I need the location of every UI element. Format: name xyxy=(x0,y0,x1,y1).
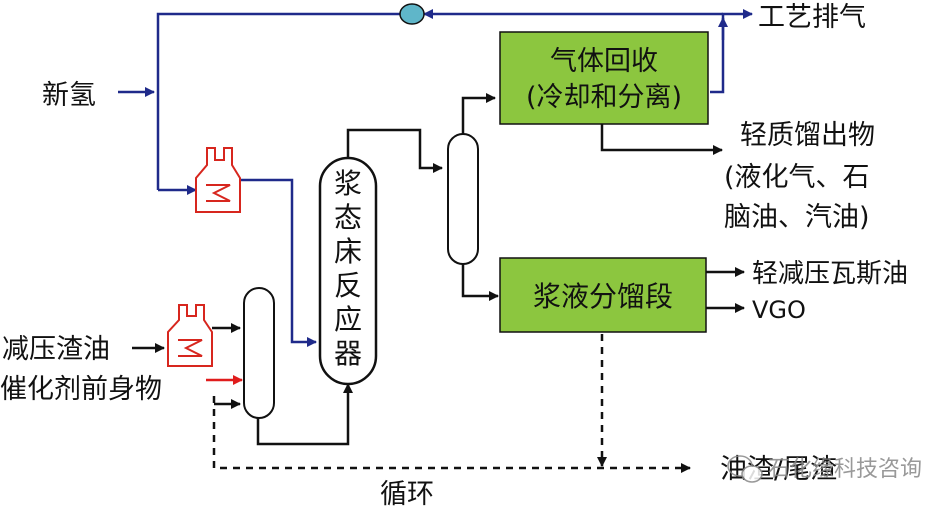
reactor-char: 反 xyxy=(334,269,362,302)
mixer-to-reactor-arrow xyxy=(256,383,353,446)
gas-recovery-title: 气体回收 xyxy=(550,46,658,77)
heater-icon xyxy=(167,304,213,367)
residue-out-arrow xyxy=(212,396,691,473)
light-distillate-label: 轻质馏出物 xyxy=(740,120,875,151)
valve-icon xyxy=(399,3,425,25)
lower-heater-body xyxy=(167,304,213,367)
watermark-text: 石化缘科技咨询 xyxy=(768,457,922,482)
gas-recovery-box xyxy=(499,31,709,125)
vacuum-residue-label: 减压渣油 xyxy=(2,334,110,365)
separator-vessel xyxy=(447,133,479,265)
recycle-label: 循环 xyxy=(380,479,434,510)
vgo-label: VGO xyxy=(752,296,806,324)
hydrogen-header-line xyxy=(156,12,400,190)
light-distillate-note-1: (液化气、石 xyxy=(724,162,870,193)
light-distillate-arrow xyxy=(600,124,723,155)
light-vgo-label: 轻减压瓦斯油 xyxy=(752,259,908,289)
mixing-vessel xyxy=(243,287,275,419)
upper-heater-coil xyxy=(206,184,231,202)
fresh-hydrogen-label: 新氢 xyxy=(42,80,96,111)
hydrogen-lines xyxy=(118,9,753,347)
lower-heater-coil xyxy=(178,339,203,357)
reactor-char: 床 xyxy=(334,235,362,268)
process-lines xyxy=(132,93,745,446)
slurry-fractionation-box xyxy=(499,257,707,333)
recycle-lines xyxy=(212,334,691,473)
process-exhaust-label: 工艺排气 xyxy=(758,2,866,33)
reactor-char: 应 xyxy=(334,303,362,336)
reactor-label: 浆 态 床 反 应 器 xyxy=(334,167,362,370)
process-exhaust-arrow xyxy=(710,9,753,94)
wechat-icon xyxy=(727,455,763,483)
catalyst-precursor-label: 催化剂前身物 xyxy=(0,374,162,405)
heated-hydrogen-to-reactor-arrow xyxy=(240,178,317,347)
separator-to-gas-recovery-arrow xyxy=(461,93,496,134)
upper-heater-body xyxy=(195,147,241,213)
reactor-char: 浆 xyxy=(334,167,362,200)
reactor-char: 器 xyxy=(334,337,362,370)
reactor-to-separator-arrow xyxy=(346,128,443,173)
slurry-reactor-vessel xyxy=(318,156,378,386)
heater-icon xyxy=(195,147,241,213)
light-distillate-note-2: 脑油、汽油) xyxy=(724,202,870,233)
separator-to-fractionation-arrow xyxy=(461,262,499,301)
slurry-fractionation-label: 浆液分馏段 xyxy=(533,280,673,313)
gas-recovery-subtitle: (冷却和分离) xyxy=(526,82,682,113)
watermark: 石化缘科技咨询 xyxy=(727,455,922,483)
reactor-char: 态 xyxy=(334,201,362,234)
residue-tail-label: 油渣/尾渣 xyxy=(720,454,837,485)
